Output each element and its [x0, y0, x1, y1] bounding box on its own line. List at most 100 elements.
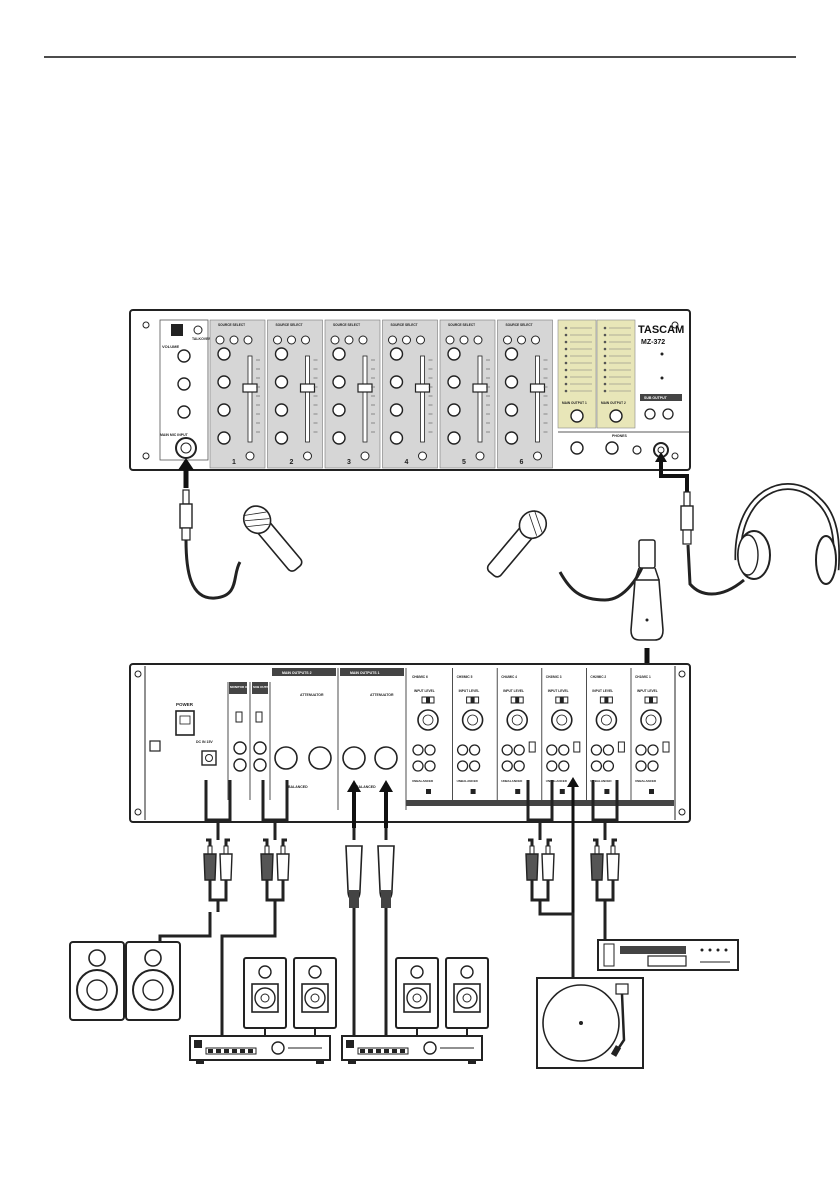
fader-cap[interactable] — [357, 383, 373, 393]
rca-input-jack[interactable] — [602, 744, 615, 756]
source-select-button[interactable] — [445, 335, 455, 345]
pfl-button[interactable] — [360, 451, 370, 461]
channel-knob[interactable] — [389, 403, 404, 417]
channel-knob[interactable] — [389, 375, 404, 389]
volume-knob[interactable] — [177, 349, 191, 363]
source-select-button[interactable] — [517, 335, 526, 345]
channel-knob[interactable] — [217, 403, 231, 417]
channel-knob[interactable] — [504, 375, 519, 389]
main-out-1-xlr-r[interactable] — [374, 746, 398, 770]
source-select-button[interactable] — [473, 335, 483, 345]
rca-input-jack[interactable] — [590, 744, 603, 756]
phono-switch[interactable] — [662, 741, 670, 753]
channel-knob[interactable] — [274, 347, 289, 361]
source-select-button[interactable] — [344, 335, 354, 345]
eq-knob[interactable] — [177, 377, 191, 391]
main-output-2-knob[interactable] — [609, 409, 623, 423]
sub-output-knob-2[interactable] — [662, 408, 674, 420]
phono-switch[interactable] — [573, 741, 581, 753]
rca-input-jack[interactable] — [635, 760, 647, 772]
phono-switch[interactable] — [528, 741, 536, 753]
channel-knob[interactable] — [504, 431, 519, 445]
source-select-button[interactable] — [273, 335, 282, 345]
channel-knob[interactable] — [389, 431, 404, 445]
rca-input-jack[interactable] — [647, 760, 659, 772]
channel-knob[interactable] — [274, 375, 289, 389]
source-select-button[interactable] — [287, 335, 296, 345]
rca-input-jack[interactable] — [468, 744, 481, 756]
fader-cap[interactable] — [529, 383, 546, 393]
source-select-button[interactable] — [358, 335, 368, 345]
rca-input-jack[interactable] — [456, 744, 469, 756]
channel-knob[interactable] — [447, 347, 461, 361]
source-select-button[interactable] — [301, 335, 310, 345]
channel-knob[interactable] — [447, 403, 461, 417]
main-out-2-xlr-r[interactable] — [308, 746, 332, 770]
rca-input-jack[interactable] — [456, 760, 469, 772]
source-select-button[interactable] — [330, 335, 340, 345]
line-input-jack[interactable] — [632, 445, 642, 455]
pfl-button[interactable] — [475, 451, 485, 461]
fader-cap[interactable] — [472, 383, 488, 393]
phones-volume-knob[interactable] — [605, 441, 619, 455]
rca-input-jack[interactable] — [424, 760, 436, 772]
channel-knob[interactable] — [504, 403, 519, 417]
rca-input-jack[interactable] — [546, 760, 558, 772]
source-select-button[interactable] — [215, 335, 225, 345]
eq-knob[interactable] — [177, 405, 191, 419]
pfl-button[interactable] — [418, 451, 427, 461]
source-select-button[interactable] — [459, 335, 469, 345]
monitor-out-rca-l[interactable] — [233, 741, 247, 755]
rca-input-jack[interactable] — [602, 760, 615, 772]
channel-knob[interactable] — [447, 431, 461, 445]
rca-input-jack[interactable] — [501, 744, 513, 756]
source-select-button[interactable] — [229, 335, 239, 345]
channel-knob[interactable] — [332, 403, 346, 417]
rca-input-jack[interactable] — [468, 760, 481, 772]
main-output-1-knob[interactable] — [570, 409, 584, 423]
sub-output-rca-l[interactable] — [253, 741, 267, 755]
channel-knob[interactable] — [332, 431, 346, 445]
monitor-out-rca-r[interactable] — [233, 758, 247, 772]
rca-input-jack[interactable] — [424, 744, 436, 756]
channel-knob[interactable] — [504, 347, 519, 361]
mono-knob[interactable] — [570, 441, 584, 455]
rca-input-jack[interactable] — [635, 744, 647, 756]
sub-output-knob[interactable] — [644, 408, 656, 420]
rca-input-jack[interactable] — [558, 760, 570, 772]
fader-cap[interactable] — [299, 383, 316, 393]
rca-input-jack[interactable] — [412, 760, 424, 772]
channel-knob[interactable] — [274, 431, 289, 445]
main-out-1-xlr-l[interactable] — [342, 746, 366, 770]
source-select-button[interactable] — [416, 335, 425, 345]
pfl-button[interactable] — [303, 451, 312, 461]
rca-input-jack[interactable] — [513, 760, 525, 772]
rca-input-jack[interactable] — [546, 744, 558, 756]
fader-cap[interactable] — [242, 383, 258, 393]
sub-output-rca-r[interactable] — [253, 758, 267, 772]
rca-input-jack[interactable] — [412, 744, 424, 756]
channel-knob[interactable] — [447, 375, 461, 389]
rca-input-jack[interactable] — [590, 760, 603, 772]
rca-input-jack[interactable] — [647, 744, 659, 756]
phono-switch[interactable] — [617, 741, 625, 753]
source-select-button[interactable] — [503, 335, 512, 345]
source-select-button[interactable] — [531, 335, 540, 345]
channel-knob[interactable] — [332, 347, 346, 361]
source-select-button[interactable] — [243, 335, 253, 345]
pfl-button[interactable] — [533, 451, 542, 461]
pfl-button[interactable] — [245, 451, 255, 461]
source-select-button[interactable] — [402, 335, 411, 345]
tbk-button[interactable] — [193, 325, 203, 335]
channel-knob[interactable] — [332, 375, 346, 389]
channel-knob[interactable] — [217, 431, 231, 445]
main-out-2-xlr-l[interactable] — [274, 746, 298, 770]
fader-cap[interactable] — [414, 383, 431, 393]
channel-knob[interactable] — [389, 347, 404, 361]
channel-knob[interactable] — [217, 375, 231, 389]
channel-knob[interactable] — [217, 347, 231, 361]
rca-input-jack[interactable] — [558, 744, 570, 756]
channel-knob[interactable] — [274, 403, 289, 417]
source-select-button[interactable] — [388, 335, 397, 345]
rca-input-jack[interactable] — [513, 744, 525, 756]
